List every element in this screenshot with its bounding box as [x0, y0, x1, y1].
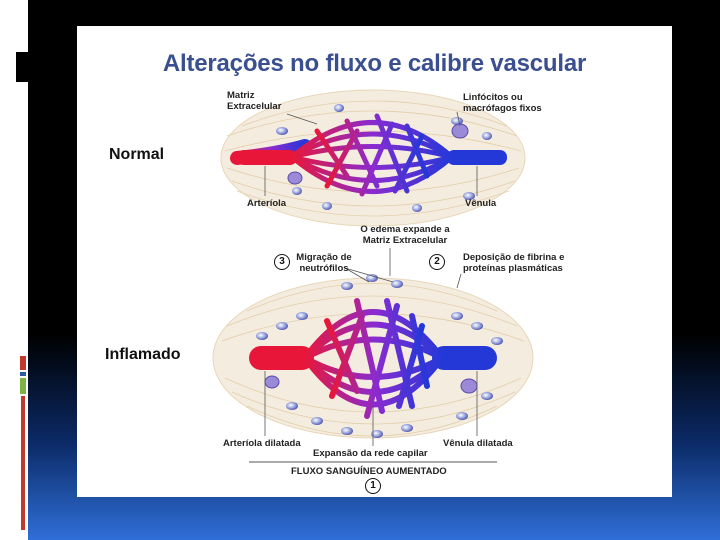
arteriole-label: Arteríola — [247, 198, 286, 209]
blood-flow-label: FLUXO SANGUÍNEO AUMENTADO — [291, 466, 447, 477]
decorative-square — [16, 52, 28, 82]
capillary-expansion-label: Expansão da rede capilar — [313, 448, 428, 459]
accent-bar-green — [20, 378, 26, 394]
dilated-arteriole-label: Arteríola dilatada — [223, 438, 301, 449]
lymphocytes-label: Linfócitos ou macrófagos fixos — [463, 92, 555, 114]
number-1-marker: 1 — [365, 478, 381, 494]
accent-bar-red — [20, 356, 26, 370]
slide-image: Alterações no fluxo e calibre vascular — [77, 26, 672, 497]
dilated-venule-label: Vênula dilatada — [443, 438, 513, 449]
vascular-diagram — [77, 26, 672, 497]
number-3-marker: 3 — [274, 254, 290, 270]
venule-label: Vênula — [465, 198, 496, 209]
number-2-marker: 2 — [429, 254, 445, 270]
inflamed-state-label: Inflamado — [105, 346, 181, 364]
migration-label: Migração de neutrófilos — [293, 252, 355, 274]
accent-line — [21, 396, 25, 530]
edema-label: O edema expande a Matriz Extracelular — [355, 224, 455, 246]
accent-bar-blue — [20, 372, 26, 376]
matrix-label: Matriz Extracelular — [227, 90, 297, 112]
normal-state-label: Normal — [109, 146, 164, 164]
deposition-label: Deposição de fibrina e proteínas plasmát… — [463, 252, 573, 274]
